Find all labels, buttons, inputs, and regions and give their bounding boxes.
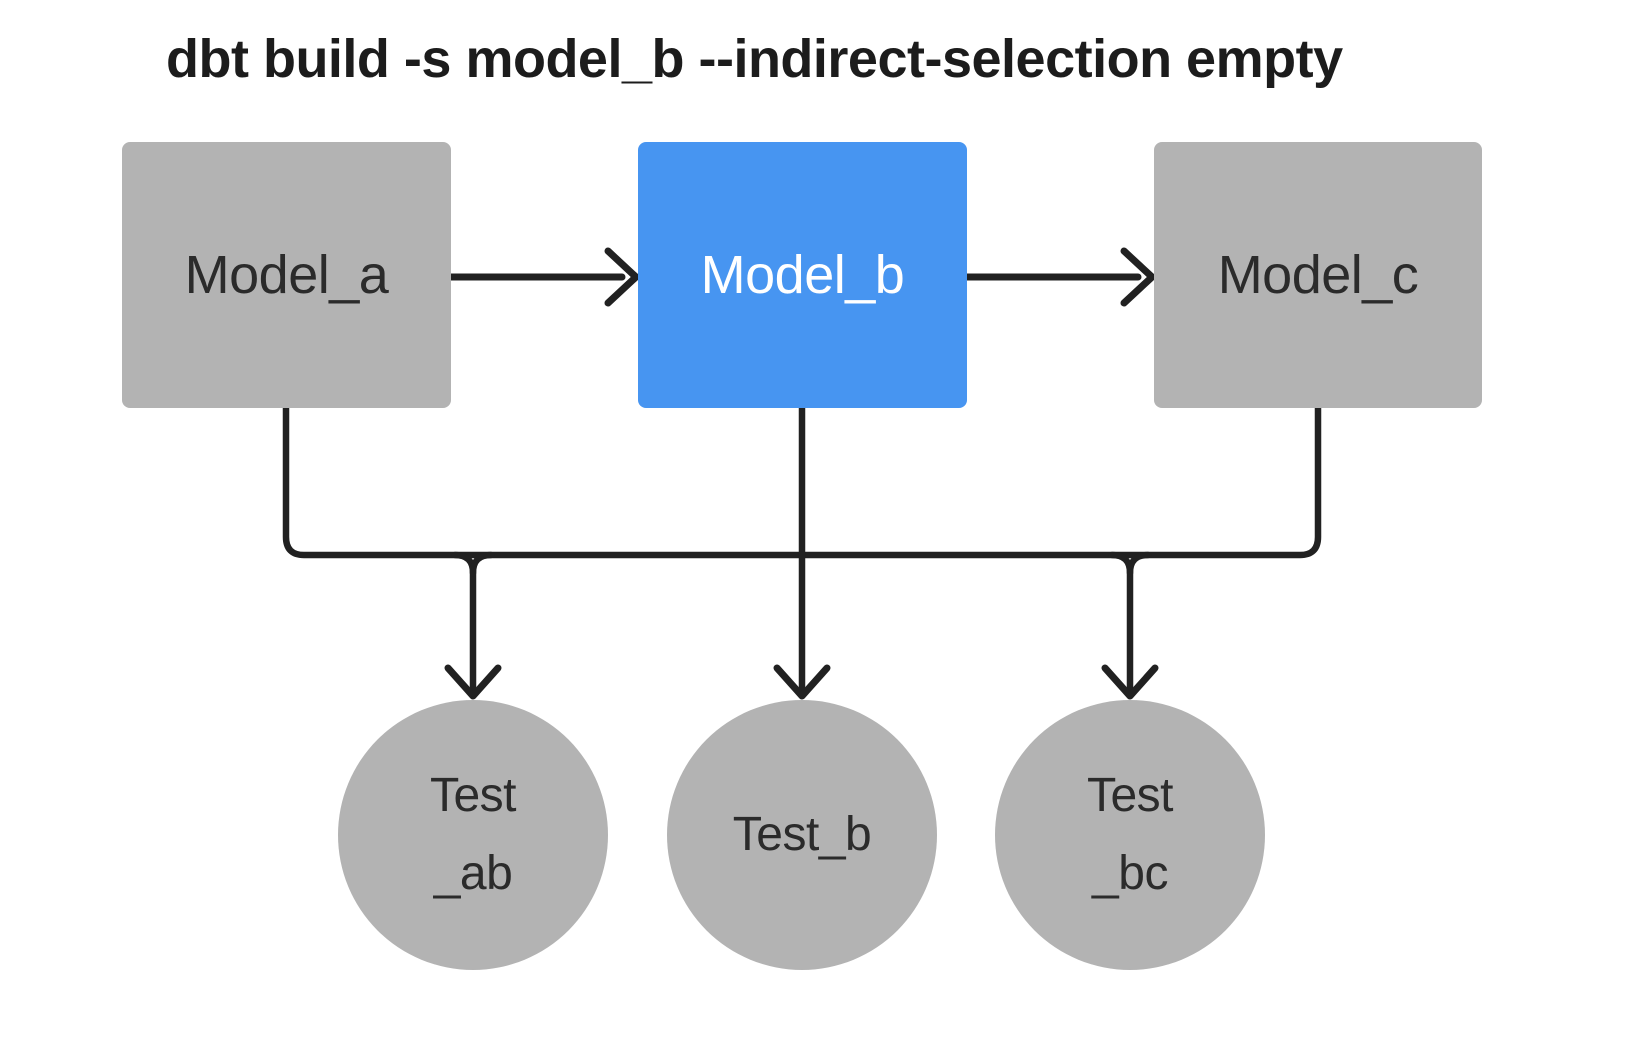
- node-test-b: Test_b: [667, 700, 937, 970]
- node-model-a-label: Model_a: [184, 245, 389, 305]
- node-model-a: Model_a: [122, 142, 451, 408]
- node-model-c: Model_c: [1154, 142, 1482, 408]
- node-test-ab-label-line2: _ab: [433, 847, 513, 900]
- edge-bus-to-test-bc: [1126, 551, 1152, 696]
- node-test-ab: Test _ab: [338, 700, 608, 970]
- node-model-b-selected: Model_b: [638, 142, 967, 408]
- edge-bus-to-test-ab: [451, 551, 477, 696]
- node-test-b-label: Test_b: [732, 808, 872, 862]
- arrowhead-test-bc-icon: [1101, 664, 1159, 700]
- arrowhead-model-b-icon: [604, 247, 640, 307]
- node-test-bc-label-line1: Test: [1086, 769, 1174, 823]
- node-model-b-label: Model_b: [700, 245, 905, 305]
- diagram-title: dbt build -s model_b --indirect-selectio…: [166, 29, 1343, 89]
- arrowhead-model-c-icon: [1120, 247, 1156, 307]
- node-test-bc-label-line2: _bc: [1092, 847, 1168, 900]
- edge-bus-to-test-bc-fillet: [1108, 551, 1134, 577]
- arrowhead-test-ab-icon: [444, 664, 502, 700]
- node-test-bc: Test _bc: [995, 700, 1265, 970]
- edge-bus-to-test-ab-fillet: [469, 551, 495, 577]
- arrowhead-test-b-icon: [773, 664, 831, 700]
- node-model-c-label: Model_c: [1217, 245, 1419, 305]
- node-test-ab-label-line1: Test: [429, 769, 517, 823]
